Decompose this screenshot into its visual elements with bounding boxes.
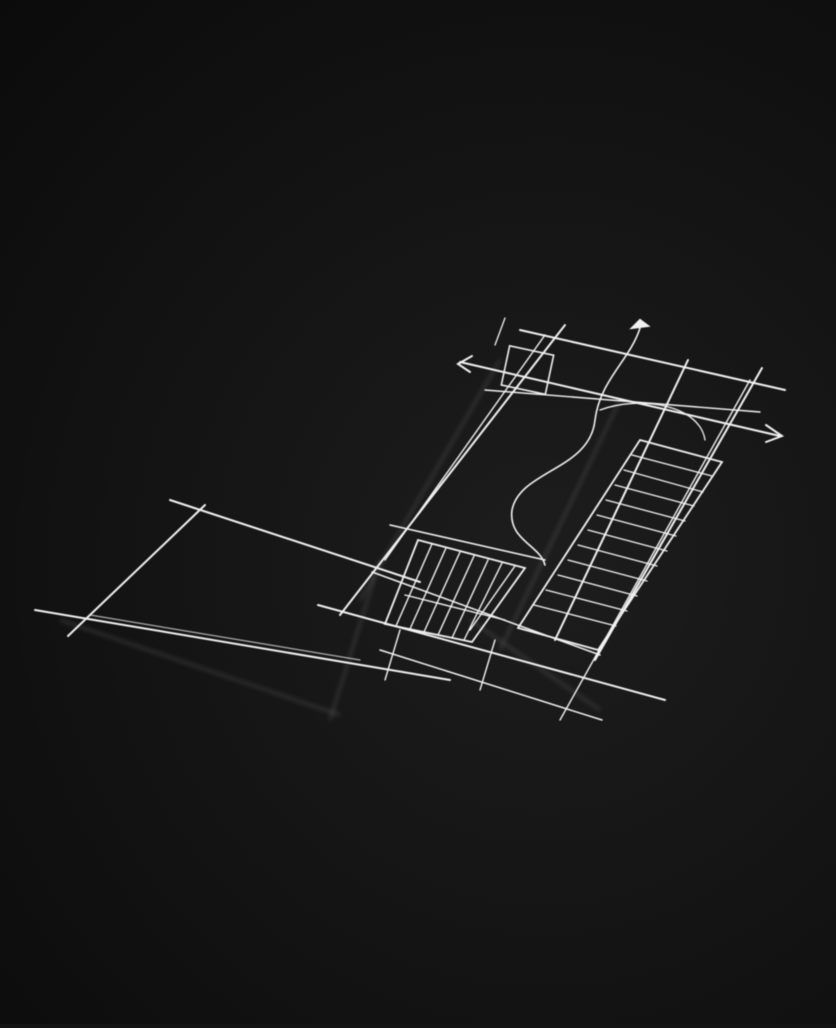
north-arrow-stem bbox=[494, 317, 506, 346]
circulation-path bbox=[511, 327, 641, 566]
entry-box bbox=[500, 344, 555, 396]
path-arrow-head bbox=[629, 318, 651, 330]
main-left-edge-2 bbox=[384, 334, 546, 561]
mid-cross-line bbox=[389, 524, 546, 561]
right-hatch-lines bbox=[533, 454, 713, 627]
left-wing-underline bbox=[89, 614, 361, 661]
top-edge bbox=[519, 329, 786, 391]
short-vertical-2 bbox=[479, 639, 496, 691]
upper-cross-line bbox=[484, 389, 761, 413]
short-vertical-1 bbox=[384, 629, 401, 681]
left-wing-bottom-edge bbox=[34, 609, 451, 681]
axis-arrow-line bbox=[459, 361, 781, 437]
sketch-lines bbox=[34, 317, 786, 721]
circulation-path-2 bbox=[599, 402, 706, 441]
arrow-left-head bbox=[456, 355, 473, 373]
left-hatched-block bbox=[383, 538, 527, 643]
main-left-edge bbox=[339, 324, 566, 616]
main-right-edge-2 bbox=[559, 379, 751, 721]
left-wing-end-edge bbox=[67, 504, 206, 637]
bottom-edge-2 bbox=[379, 649, 603, 721]
faint-construction-lines bbox=[59, 359, 621, 721]
left-hatch-lines bbox=[395, 543, 516, 641]
right-hatched-block bbox=[516, 438, 724, 652]
left-wing-top-edge bbox=[169, 499, 421, 583]
mid-cross-line-2 bbox=[371, 571, 601, 656]
arrow-right-head bbox=[765, 424, 785, 443]
